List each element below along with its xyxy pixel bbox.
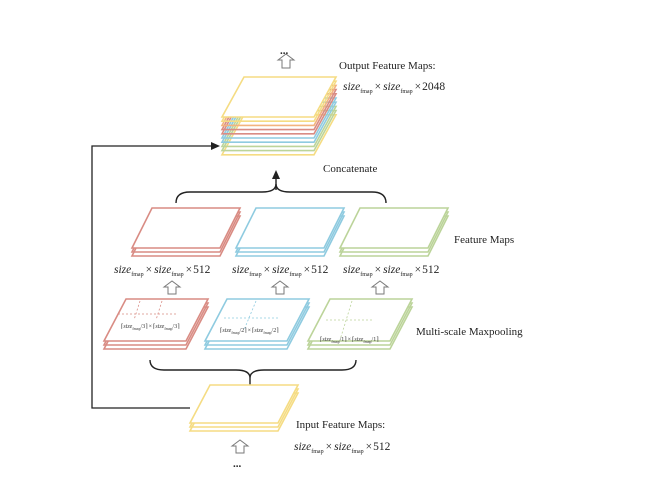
pool-1-layer <box>102 298 210 342</box>
feature-map-stack-2 <box>234 207 346 257</box>
input-feature-map-stack <box>188 384 300 432</box>
feature-map-2-layer <box>234 207 346 249</box>
feature-map-stack-1 <box>130 207 242 257</box>
skip-connection-line <box>91 145 212 409</box>
output-feature-map-stack <box>220 76 338 156</box>
feature-map-stack-3 <box>338 207 450 257</box>
pool-1-formula: ⌈sizefmap/3⌉×⌈sizefmap/3⌉ <box>121 323 180 331</box>
output-dimension: sizefmap×sizefmap×2048 <box>343 81 445 95</box>
split-brace <box>149 359 357 379</box>
pool-2-layer <box>203 298 311 342</box>
pool-grid-line <box>155 300 163 321</box>
branch-3-up-arrow-icon <box>370 280 390 295</box>
concat-brace <box>175 183 387 204</box>
concat-arrowhead-icon <box>272 170 280 179</box>
bottom-ellipsis: ... <box>233 458 242 470</box>
input-up-arrow-icon <box>230 439 250 454</box>
pooling-stack-1 <box>102 298 210 350</box>
concatenate-label: Concatenate <box>323 163 377 175</box>
pooling-stack-2 <box>203 298 311 350</box>
feature-map-3-layer <box>338 207 450 249</box>
input-layer <box>188 384 300 424</box>
feature-map-1-layer <box>130 207 242 249</box>
branch-3-dimension: sizefmap×sizefmap×512 <box>343 264 440 278</box>
branch-2-dimension: sizefmap×sizefmap×512 <box>232 264 329 278</box>
pooling-stack-3 <box>306 298 414 350</box>
branch-1-up-arrow-icon <box>162 280 182 295</box>
output-title: Output Feature Maps: <box>339 60 436 72</box>
output-layer <box>220 76 338 118</box>
pool-grid-line <box>133 300 141 321</box>
feature-maps-label: Feature Maps <box>454 234 514 246</box>
branch-2-up-arrow-icon <box>270 280 290 295</box>
pool-3-formula: ⌈sizefmap/1⌉×⌈sizefmap/1⌉ <box>320 336 379 344</box>
pool-2-formula: ⌈sizefmap/2⌉×⌈sizefmap/2⌉ <box>220 327 279 335</box>
skip-connection-arrowhead-icon <box>211 142 220 150</box>
branch-1-dimension: sizefmap×sizefmap×512 <box>114 264 211 278</box>
input-title: Input Feature Maps: <box>296 419 385 431</box>
top-ellipsis: ... <box>280 45 289 57</box>
multi-scale-label: Multi-scale Maxpooling <box>416 326 523 338</box>
pool-grid-line <box>339 300 353 341</box>
input-dimension: sizefmap×sizefmap×512 <box>294 441 391 455</box>
output-up-arrow-icon <box>276 53 296 69</box>
pool-grid-line <box>243 300 257 331</box>
